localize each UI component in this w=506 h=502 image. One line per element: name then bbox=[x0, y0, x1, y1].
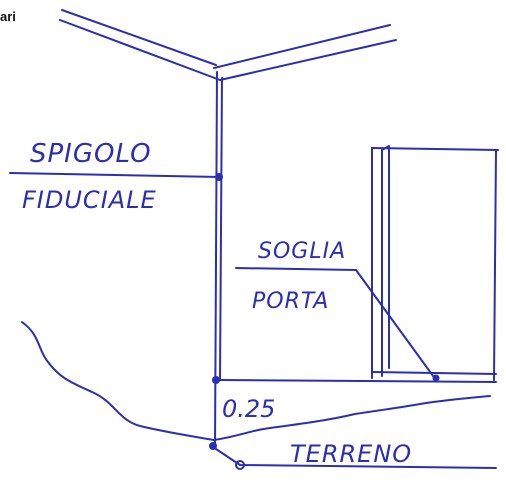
threshold-point bbox=[212, 376, 220, 384]
spigolo-point bbox=[215, 173, 223, 181]
wall-edge-right bbox=[219, 77, 223, 381]
label-soglia: SOGLIA bbox=[258, 239, 346, 264]
roof-line-right-lower bbox=[219, 39, 397, 81]
roof-line-left-upper bbox=[61, 9, 217, 66]
door-frame-right bbox=[493, 149, 497, 381]
roof-line-left-lower bbox=[59, 19, 221, 81]
terreno-leader bbox=[212, 446, 497, 469]
threshold-line-lower bbox=[371, 371, 497, 375]
door-frame-top bbox=[371, 147, 499, 151]
label-porta: PORTA bbox=[252, 289, 329, 314]
soglia-point bbox=[432, 374, 440, 382]
corner-text: ari bbox=[0, 9, 16, 24]
spigolo-leader bbox=[9, 172, 221, 178]
threshold-line bbox=[217, 379, 497, 383]
label-terreno: TERRENO bbox=[290, 440, 412, 468]
wall-edge-left bbox=[214, 71, 218, 449]
terreno-point bbox=[235, 460, 245, 470]
label-measure: 0.25 bbox=[222, 395, 275, 423]
door-jamb-detail bbox=[381, 145, 390, 369]
soglia-leader bbox=[235, 267, 437, 381]
label-fiduciale: FIDUCIALE bbox=[22, 186, 157, 214]
ground-profile bbox=[21, 321, 491, 441]
ground-point bbox=[209, 442, 217, 450]
roof-line-right-upper bbox=[213, 24, 391, 69]
label-spigolo: SPIGOLO bbox=[30, 139, 152, 169]
